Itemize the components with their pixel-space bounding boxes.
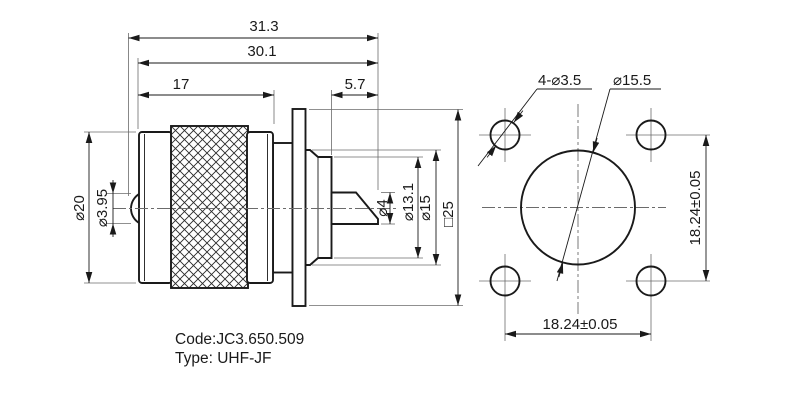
dim-length-to-rear: 30.1 — [247, 43, 276, 60]
mounting-hole-top-right — [635, 119, 667, 151]
mounting-hole-bottom-left — [489, 265, 521, 297]
neck-section — [272, 142, 294, 274]
part-type-label: Type: UHF-JF — [175, 350, 271, 367]
part-code-label: Code:JC3.650.509 — [175, 331, 304, 348]
side-view-dimensions: 31.3 30.1 17 5.7 ⌀20 ⌀3.95 ⌀4 ⌀13.1 — [71, 18, 463, 306]
dim-center-circle-diameter: ⌀15.5 — [613, 72, 651, 89]
knurl-section — [170, 125, 249, 289]
coupling-nut-front-ring — [138, 131, 173, 284]
dim-overall-length: 31.3 — [249, 18, 278, 35]
mounting-hole-top-left — [489, 119, 521, 151]
dim-mounting-holes: 4-⌀3.5 — [538, 72, 581, 89]
dim-hole-spacing-horizontal: 18.24±0.05 — [543, 316, 618, 333]
dim-tip-diameter: ⌀3.95 — [94, 189, 111, 227]
flange-plate-side — [291, 108, 307, 307]
dim-body-diameter: ⌀20 — [71, 195, 88, 221]
leader-mounting-holes: 4-⌀3.5 — [477, 72, 592, 167]
connector-front-view: 4-⌀3.5 ⌀15.5 18.24±0.05 18.24±0.05 — [477, 72, 710, 341]
rear-boss — [304, 149, 333, 266]
dim-flange-square: □25 — [440, 201, 457, 227]
leader-center-circle: ⌀15.5 — [556, 72, 661, 282]
mounting-hole-bottom-right — [635, 265, 667, 297]
dim-contact-diameter: ⌀4 — [374, 199, 391, 216]
title-annotation: Code:JC3.650.509 Type: UHF-JF — [175, 331, 304, 367]
dim-rear-length: 5.7 — [345, 76, 366, 93]
connector-side-view — [113, 108, 398, 307]
dim-coupling-nut-length: 17 — [173, 76, 190, 93]
coupling-nut-rear-ring — [246, 131, 274, 284]
dim-hole-spacing-vertical: 18.24±0.05 — [687, 171, 704, 246]
dim-insulator-diameter: ⌀13.1 — [400, 183, 417, 221]
dim-boss-diameter: ⌀15 — [417, 195, 434, 221]
center-circle — [520, 149, 636, 266]
center-contact — [330, 191, 379, 225]
